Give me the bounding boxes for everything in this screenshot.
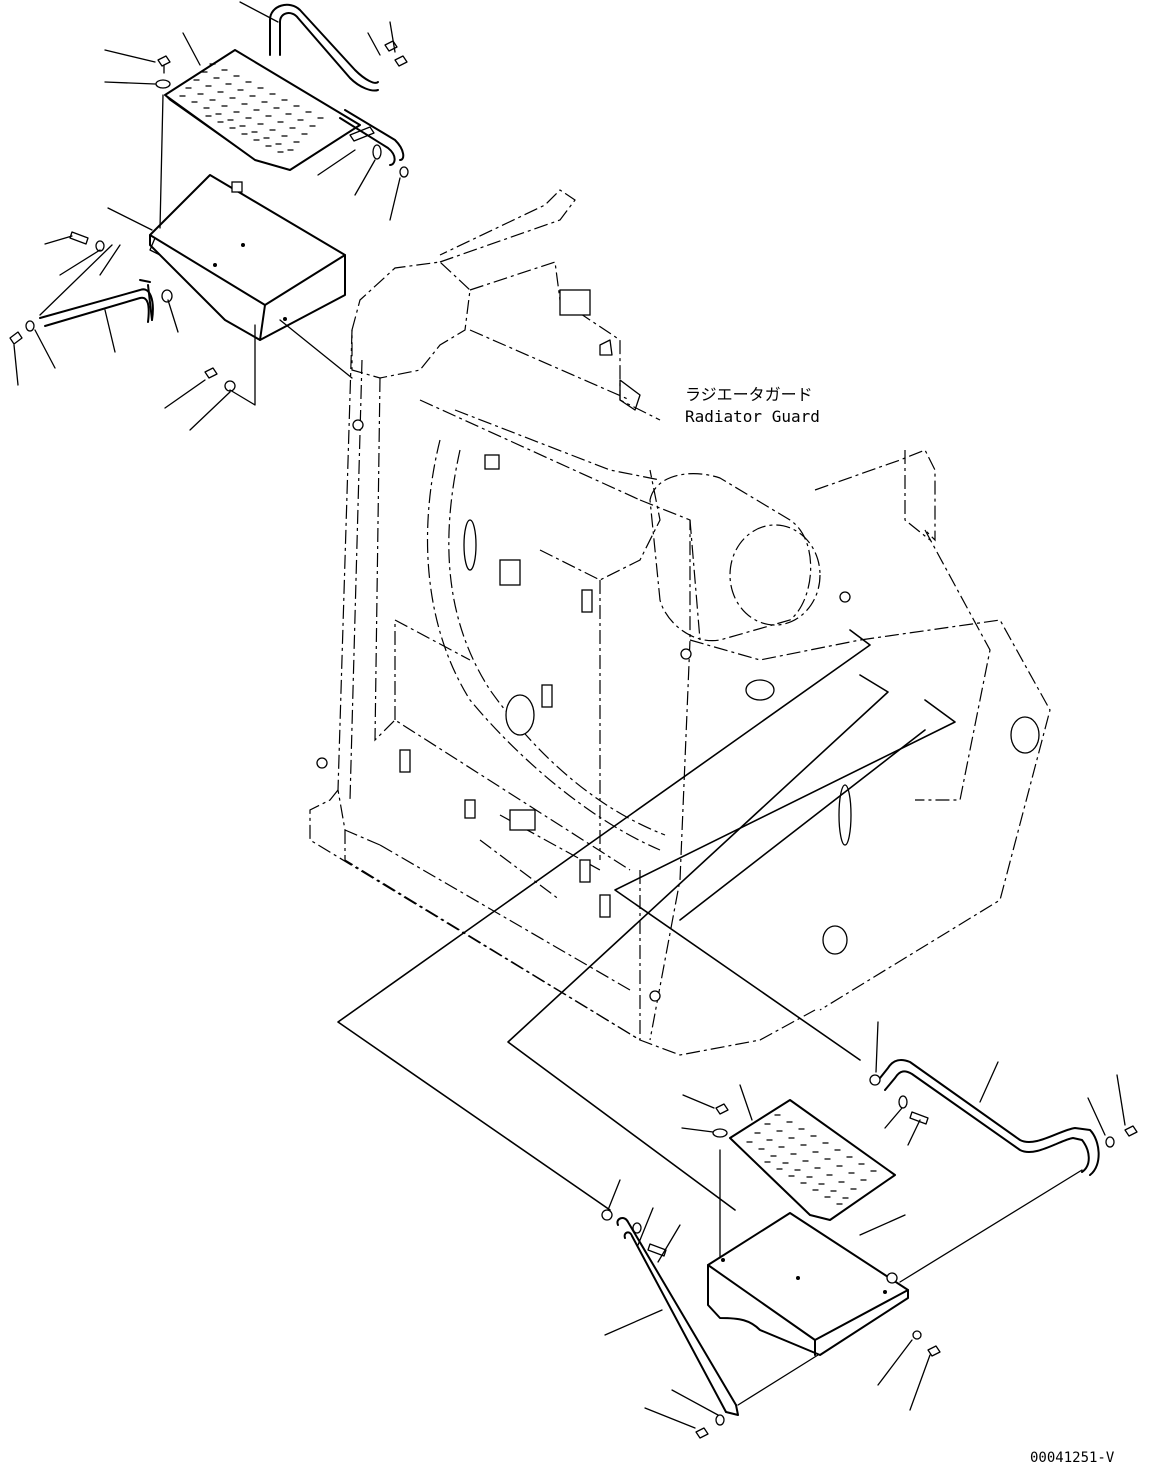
radiator-guard-frame bbox=[309, 189, 1051, 1056]
upper-handrail bbox=[269, 3, 405, 166]
lower-handrail bbox=[879, 1059, 1100, 1176]
radiator-guard-label-jp: ラジエータガード bbox=[685, 385, 813, 404]
upper-step-assembly bbox=[9, 1, 409, 431]
lower-tool-box bbox=[707, 1212, 909, 1356]
figure-number: 00041251-V bbox=[1030, 1450, 1115, 1466]
lower-leader-lines bbox=[604, 1021, 1126, 1429]
radiator-guard-label-en: Radiator Guard bbox=[685, 407, 820, 426]
lower-bolts bbox=[601, 1074, 1138, 1439]
upper-step-plate bbox=[164, 49, 361, 171]
upper-tool-box bbox=[149, 174, 346, 341]
upper-support-bar bbox=[39, 279, 154, 327]
upper-bolts bbox=[9, 40, 409, 392]
lower-step-plate bbox=[729, 1099, 896, 1221]
lower-step-assembly bbox=[601, 1021, 1138, 1439]
explosion-lines bbox=[337, 629, 956, 1211]
upper-leader-lines bbox=[13, 1, 401, 431]
lower-support-bar bbox=[616, 1217, 739, 1416]
